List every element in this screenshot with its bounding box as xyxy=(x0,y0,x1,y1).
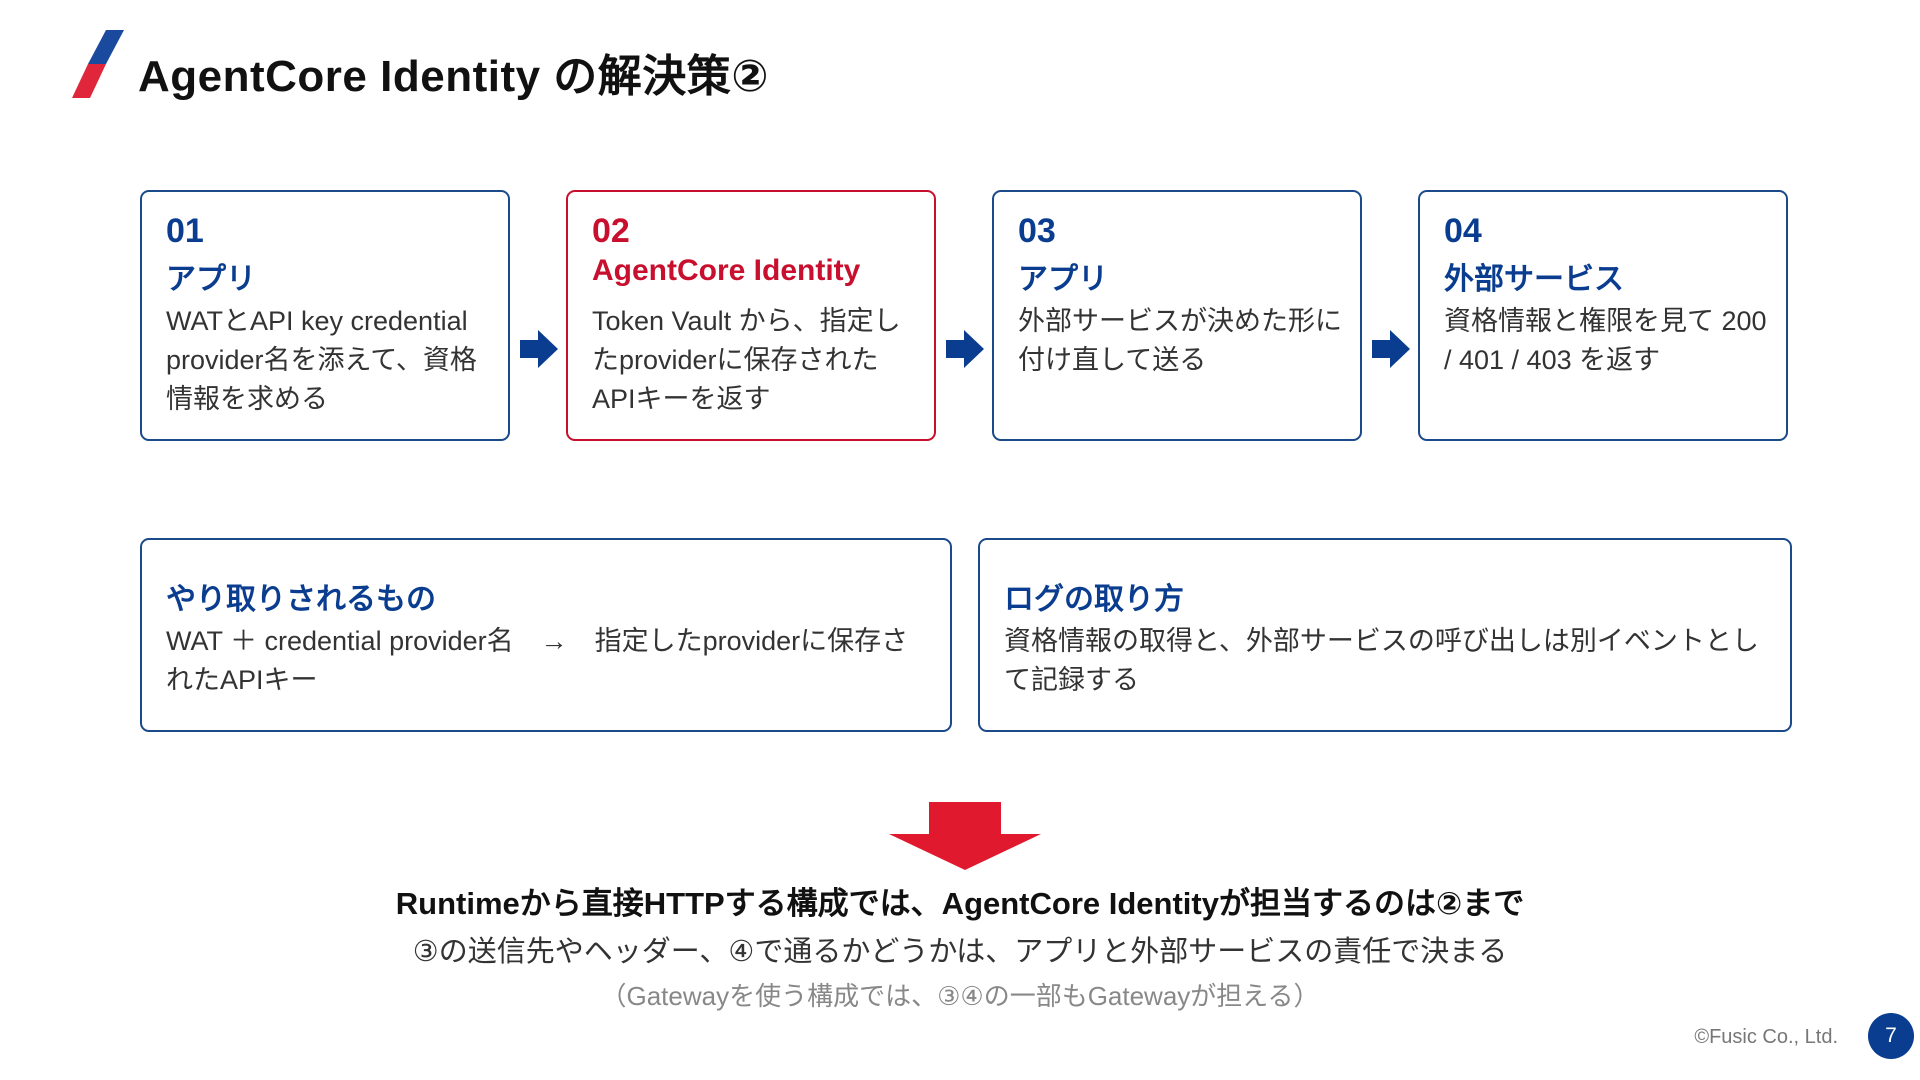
right-arrow-icon xyxy=(520,330,558,368)
conclusion-main: Runtimeから直接HTTPする構成では、AgentCore Identity… xyxy=(395,886,1525,921)
step-description: 外部サービスが決めた形に付け直して送る xyxy=(1018,306,1342,375)
step-card-04: 04 外部サービス 資格情報と権限を見て 200 / 401 / 403 を返す xyxy=(1418,190,1788,441)
right-arrow-icon xyxy=(1372,330,1410,368)
info-title: ログの取り方 xyxy=(1004,583,1184,616)
down-arrow-icon xyxy=(889,802,1041,870)
page-number-badge: 7 xyxy=(1868,1013,1914,1059)
step-description: Token Vault から、指定したproviderに保存されたAPIキーを返… xyxy=(592,306,901,414)
step-name: 外部サービス xyxy=(1444,263,1624,296)
step-card-01: 01 アプリ WATとAPI key credential provider名を… xyxy=(140,190,510,441)
conclusion-note: （Gatewayを使う構成では、③④の一部もGatewayが担える） xyxy=(600,981,1320,1011)
step-card-02: 02 AgentCore Identity Token Vault から、指定し… xyxy=(566,190,936,441)
slash-logo-icon xyxy=(72,30,124,98)
step-description: 資格情報と権限を見て 200 / 401 / 403 を返す xyxy=(1444,306,1767,375)
step-number: 02 xyxy=(592,212,630,250)
step-name: アプリ xyxy=(166,263,256,296)
info-body: 資格情報の取得と、外部サービスの呼び出しは別イベントとして記録する xyxy=(1004,626,1759,695)
step-number: 04 xyxy=(1444,212,1482,250)
copyright: ©Fusic Co., Ltd. xyxy=(1694,1026,1838,1048)
info-body: WAT ＋ credential provider名 → 指定したprovide… xyxy=(166,626,909,695)
step-name: AgentCore Identity xyxy=(592,254,861,287)
info-card-logging: ログの取り方 資格情報の取得と、外部サービスの呼び出しは別イベントとして記録する xyxy=(978,538,1792,732)
info-title: やり取りされるもの xyxy=(166,583,436,616)
info-card-exchanged: やり取りされるもの WAT ＋ credential provider名 → 指… xyxy=(140,538,952,732)
step-name: アプリ xyxy=(1018,263,1108,296)
step-card-03: 03 アプリ 外部サービスが決めた形に付け直して送る xyxy=(992,190,1362,441)
conclusion-sub: ③の送信先やヘッダー、④で通るかどうかは、アプリと外部サービスの責任で決まる xyxy=(412,936,1508,968)
step-description: WATとAPI key credential provider名を添えて、資格情… xyxy=(166,306,477,414)
page-title: AgentCore Identity の解決策② xyxy=(138,52,770,101)
step-number: 01 xyxy=(166,212,204,250)
right-arrow-icon xyxy=(946,330,984,368)
step-number: 03 xyxy=(1018,212,1056,250)
